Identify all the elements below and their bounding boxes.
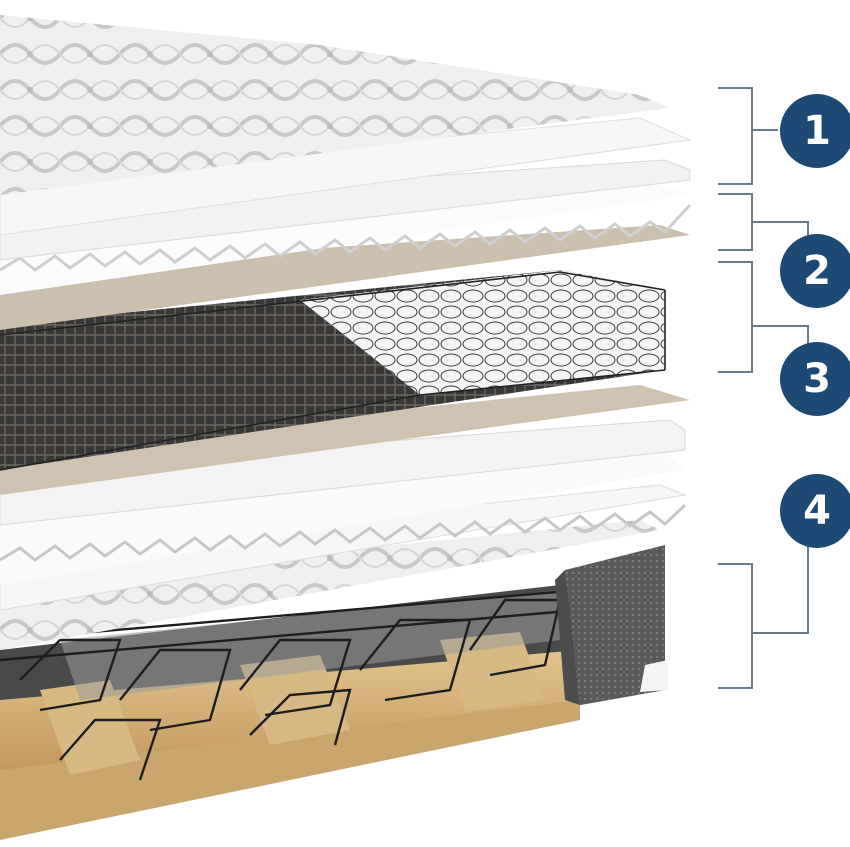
callout-badge-4: 4	[780, 474, 850, 548]
callout-badge-2: 2	[780, 234, 850, 308]
badge-number: 1	[803, 108, 831, 154]
badge-number: 4	[803, 488, 831, 534]
badge-number: 2	[803, 248, 831, 294]
bracket-4	[718, 545, 808, 688]
bracket-2	[718, 194, 808, 250]
badge-number: 3	[803, 356, 831, 402]
bracket-1	[718, 88, 778, 184]
callout-badge-1: 1	[780, 94, 850, 168]
callout-badge-3: 3	[780, 342, 850, 416]
